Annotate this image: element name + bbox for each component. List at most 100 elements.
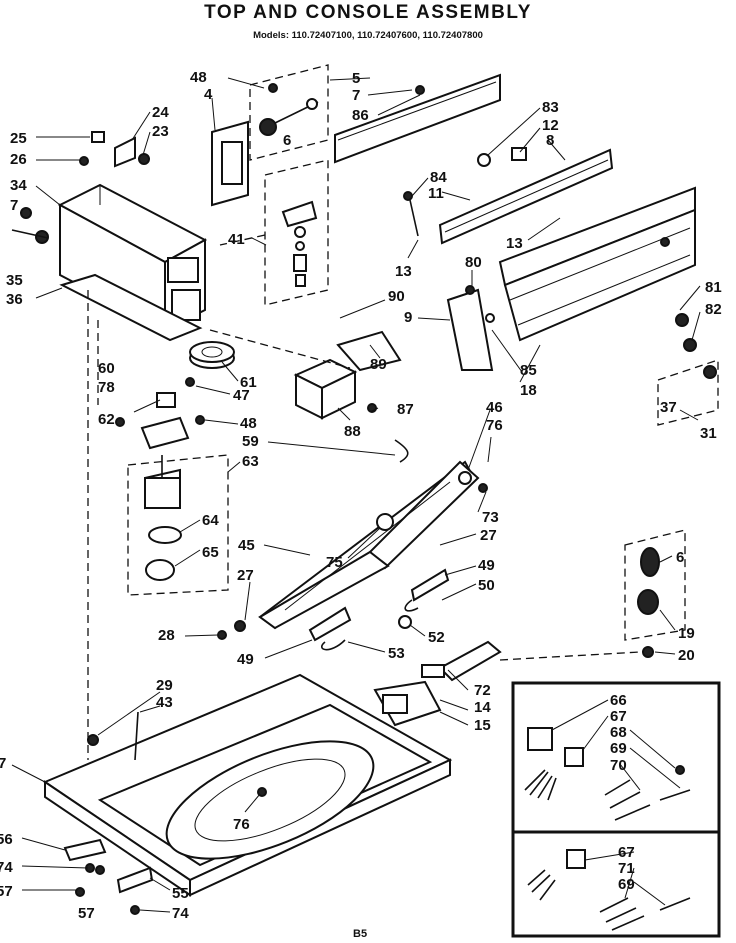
lid-switch-parts	[115, 377, 205, 450]
callout-36: 36	[6, 291, 23, 308]
callout-20: 20	[678, 647, 695, 664]
callout-19: 19	[678, 625, 695, 642]
timer-motor-part	[127, 454, 229, 596]
switch-assembly-part	[264, 159, 329, 306]
callout-76: 76	[486, 417, 503, 434]
washer-top-cover-part	[42, 673, 453, 897]
callout-13: 13	[506, 235, 523, 252]
callout-48b: 48	[240, 415, 257, 432]
callout-85: 85	[520, 362, 537, 379]
callout-74b: 74	[172, 905, 189, 922]
callout-57b: 57	[78, 905, 95, 922]
lid-frame-part	[258, 460, 488, 630]
callout-65: 65	[202, 544, 219, 561]
callout-49b: 49	[237, 651, 254, 668]
callout-63: 63	[242, 453, 259, 470]
callout-13b: 13	[395, 263, 412, 280]
callout-5: 5	[352, 70, 360, 87]
callout-56: 56	[0, 831, 13, 848]
callout-18: 18	[520, 382, 537, 399]
callout-84: 84	[430, 169, 447, 186]
callout-8: 8	[546, 132, 554, 149]
bracket-89-part	[336, 330, 402, 372]
callout-74: 74	[0, 859, 13, 876]
timer-ring-part	[189, 341, 235, 369]
callout-69: 69	[610, 740, 627, 757]
callout-48: 48	[190, 69, 207, 86]
hinge-bracket-part	[211, 64, 329, 207]
callout-72: 72	[474, 682, 491, 699]
callout-6: 6	[283, 132, 291, 149]
callout-7: 7	[352, 87, 360, 104]
callout-86: 86	[352, 107, 369, 124]
callout-62: 62	[98, 411, 115, 428]
callout-6b: 6	[676, 549, 684, 566]
callout-59: 59	[242, 433, 259, 450]
callout-82: 82	[705, 301, 722, 318]
callout-11: 11	[428, 185, 444, 202]
callout-35: 35	[6, 272, 23, 289]
callout-14: 14	[474, 699, 491, 716]
callout-23: 23	[152, 123, 169, 140]
model-numbers: Models: 110.72407100, 110.72407600, 110.…	[253, 30, 483, 41]
callout-55: 55	[172, 885, 189, 902]
leader-lines	[11, 77, 701, 913]
callout-67: 67	[610, 708, 627, 725]
knob-bracket-parts	[11, 131, 150, 244]
callout-49: 49	[478, 557, 495, 574]
callout-52: 52	[428, 629, 445, 646]
wire-59	[394, 439, 409, 463]
callout-89: 89	[370, 356, 387, 373]
callout-27: 27	[480, 527, 497, 544]
callout-83: 83	[542, 99, 559, 116]
callout-29: 29	[156, 677, 173, 694]
callout-68: 68	[610, 724, 627, 741]
callout-43: 43	[156, 694, 173, 711]
page-number: B5	[353, 928, 368, 940]
callout-69b: 69	[618, 876, 635, 893]
callout-45: 45	[238, 537, 255, 554]
callout-46: 46	[486, 399, 503, 416]
mounting-plate-part	[59, 273, 203, 342]
callout-60: 60	[98, 360, 115, 377]
callout-75: 75	[326, 554, 343, 571]
callout-37: 37	[660, 399, 677, 416]
callout-61: 61	[240, 374, 257, 391]
diagram-title: TOP AND CONSOLE ASSEMBLY	[204, 2, 532, 23]
callout-80: 80	[465, 254, 482, 271]
callout-9: 9	[404, 309, 412, 326]
wiring-inset-box	[511, 681, 721, 938]
callout-47: 47	[233, 387, 250, 404]
callout-7c: 7	[0, 755, 6, 772]
callout-70: 70	[610, 757, 627, 774]
callout-53: 53	[388, 645, 405, 662]
callout-64: 64	[202, 512, 219, 529]
knob-assembly-part	[624, 529, 686, 658]
callout-71: 71	[618, 860, 635, 877]
callout-88: 88	[344, 423, 361, 440]
console-back-panel-part	[334, 73, 501, 164]
callout-50: 50	[478, 577, 495, 594]
clip-part-box	[657, 359, 719, 426]
callout-4: 4	[204, 86, 213, 103]
callout-26: 26	[10, 151, 27, 168]
callout-81: 81	[705, 279, 722, 296]
callout-73: 73	[482, 509, 499, 526]
switch-box-part	[293, 358, 358, 420]
lid-switch-assembly	[373, 640, 502, 727]
callout-31: 31	[700, 425, 717, 442]
callout-27b: 27	[237, 567, 254, 584]
console-front-part	[498, 186, 697, 352]
callout-15: 15	[474, 717, 491, 734]
callout-87: 87	[397, 401, 414, 418]
callout-25: 25	[10, 130, 27, 147]
clip-part	[703, 365, 717, 379]
callout-12: 12	[542, 117, 559, 134]
hinge-parts	[217, 568, 450, 651]
end-cap-part	[446, 285, 495, 371]
callout-67b: 67	[618, 844, 635, 861]
callout-90: 90	[388, 288, 405, 305]
callout-28: 28	[158, 627, 175, 644]
